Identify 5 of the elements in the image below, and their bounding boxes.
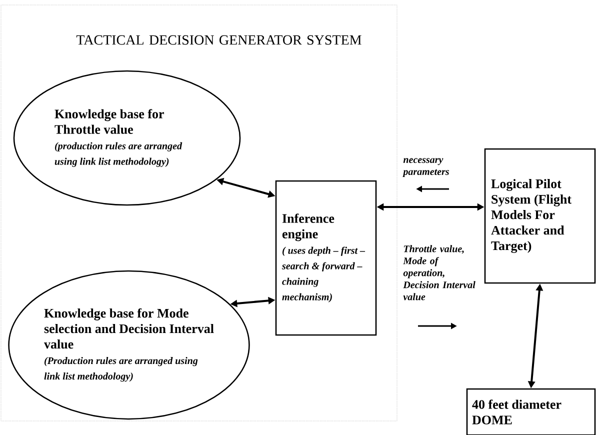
flow-label: necessary parameters — [402, 158, 449, 178]
process-box: Inference engine ( uses depth – first – search & forward – chaining mechanism) — [275, 180, 377, 336]
process-box: Logical Pilot System (Flight Models For Attacker and Target) — [484, 148, 596, 284]
process-box: 40 feet diameter DOME — [466, 388, 596, 435]
flow-label: Throttle value, Mode of operation, Decision Interval value — [403, 245, 476, 300]
